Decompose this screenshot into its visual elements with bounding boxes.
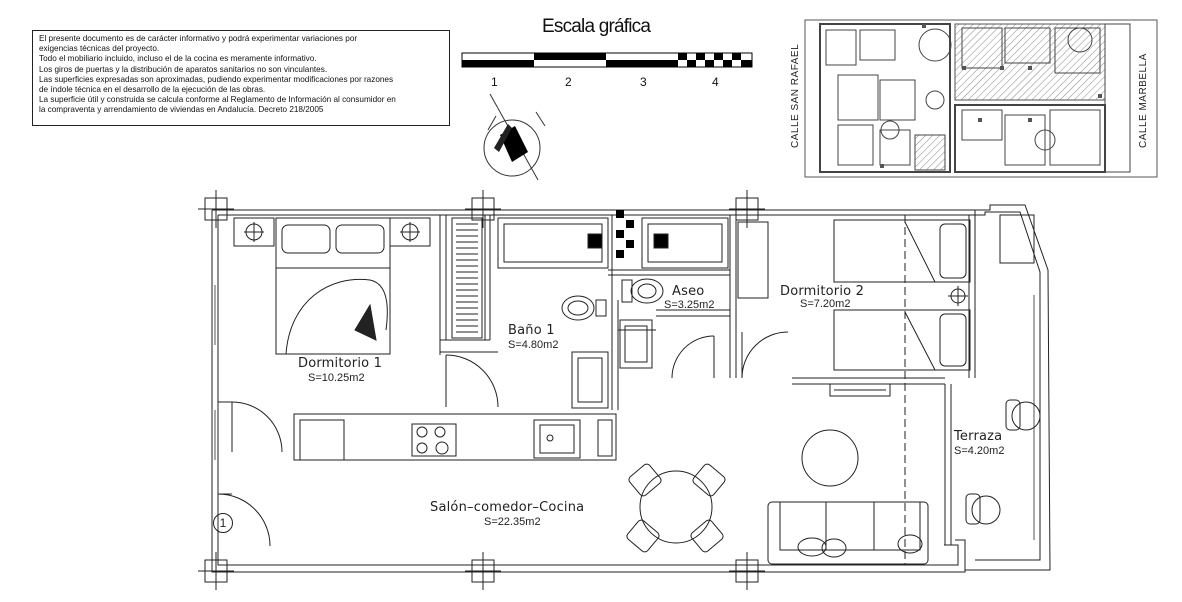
room-name-salon: Salón–comedor–Cocina <box>430 500 585 515</box>
toilet-icon <box>561 295 607 321</box>
disclaimer-line: Las superficies expresadas son aproximad… <box>39 74 394 84</box>
scale-tick-2: 2 <box>565 75 572 89</box>
dining-table-icon <box>626 463 726 553</box>
tile-pattern <box>616 210 634 258</box>
room-name-terraza: Terraza <box>954 429 1003 444</box>
room-name-aseo: Aseo <box>672 284 705 299</box>
disclaimer-line: Todo el mobiliario incluido, incluso el … <box>39 54 317 64</box>
room-area-terraza: S=4.20m2 <box>954 445 1005 457</box>
disclaimer-box: El presente documento es de carácter inf… <box>32 30 450 126</box>
scale-bar <box>461 52 753 68</box>
disclaimer-line: la compraventa y arrendamiento de vivien… <box>39 105 324 115</box>
disclaimer-line: La superficie útil y construida se calcu… <box>39 95 396 105</box>
room-area-dormitorio2: S=7.20m2 <box>800 298 851 310</box>
entrance-number: 1 <box>213 513 233 533</box>
shower-icon <box>641 217 729 269</box>
scale-tick-1: 1 <box>491 75 498 89</box>
nightstand-icon <box>233 217 431 247</box>
room-name-bano1: Baño 1 <box>508 323 555 338</box>
bathtub-icon <box>497 217 609 269</box>
street-label-right: CALLE MARBELLA <box>1138 53 1149 148</box>
kitchen-counter <box>293 413 617 461</box>
single-bed-icon <box>833 219 971 371</box>
room-area-salon: S=22.35m2 <box>484 516 541 528</box>
scale-tick-3: 3 <box>640 75 647 89</box>
street-label-left: CALLE SAN RAFAEL <box>790 43 801 148</box>
structural-columns <box>198 190 765 590</box>
room-name-dormitorio1: Dormitorio 1 <box>298 356 383 371</box>
north-arrow-icon <box>483 93 546 181</box>
dormitorio2-wardrobe-icon <box>737 221 769 299</box>
scale-title: Escala gráfica <box>542 16 651 37</box>
disclaimer-line: exigencias técnicas del proyecto. <box>39 44 160 54</box>
disclaimer-line: de índole técnica en el desarrollo de la… <box>39 85 266 95</box>
coffee-table-icon <box>801 429 859 487</box>
walls <box>211 204 1051 573</box>
disclaimer-line: El presente documento es de carácter inf… <box>39 34 358 43</box>
room-name-dormitorio2: Dormitorio 2 <box>780 284 865 299</box>
double-bed-icon <box>275 217 391 355</box>
terrace-chair-icon <box>965 399 1041 525</box>
room-area-dormitorio1: S=10.25m2 <box>308 372 365 384</box>
aseo-sink-icon <box>619 319 653 369</box>
aseo-toilet-icon <box>621 278 664 304</box>
doors <box>217 329 789 547</box>
sofa-icon <box>767 501 929 565</box>
location-map <box>804 19 1158 178</box>
sink-icon <box>571 351 609 409</box>
radiator-icon <box>829 383 891 397</box>
room-area-aseo: S=3.25m2 <box>664 299 715 311</box>
terrace-planter <box>999 214 1035 264</box>
room-area-bano1: S=4.80m2 <box>508 339 559 351</box>
scale-tick-4: 4 <box>712 75 719 89</box>
wardrobe-icon <box>451 217 483 339</box>
disclaimer-line: Los giros de puertas y la distribución d… <box>39 64 328 74</box>
